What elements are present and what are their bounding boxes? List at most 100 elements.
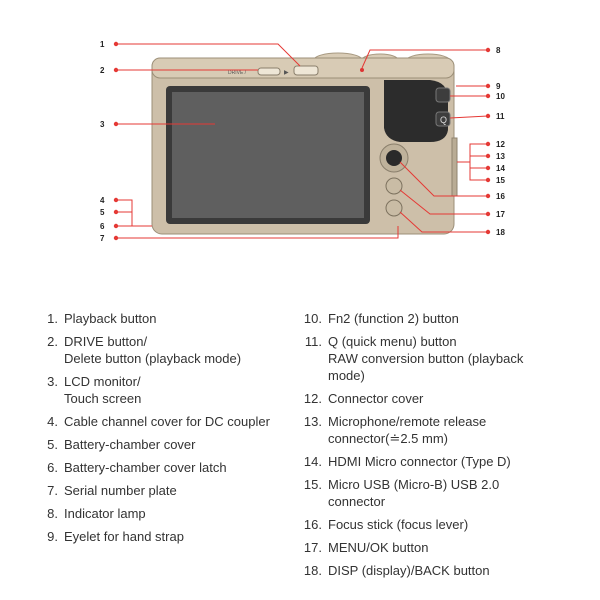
legend-item-text: Playback button [64,310,298,327]
legend-item-line: Fn2 (function 2) button [328,311,459,326]
legend-item-text: MENU/OK button [328,539,545,556]
callout-number-4: 4 [100,196,105,205]
legend-item: 4. Cable channel cover for DC coupler [28,413,298,430]
callout-number-13: 13 [496,152,505,161]
legend-item-line: HDMI Micro connector (Type D) [328,454,511,469]
legend-item-text: DISP (display)/BACK button [328,562,545,579]
callout-number-6: 6 [100,222,105,231]
legend-item-number: 6. [47,460,58,475]
legend-item: 7. Serial number plate [28,482,298,499]
q-button-icon: Q [440,115,447,125]
drive-button[interactable] [257,67,281,76]
callout-number-15: 15 [496,176,505,185]
legend-item: 13. Microphone/remote release connector(≐… [300,413,545,447]
callout-number-17: 17 [496,210,505,219]
legend-item-number: 1. [47,311,58,326]
legend-item-line: Eyelet for hand strap [64,529,184,544]
legend-item-text: Eyelet for hand strap [64,528,298,545]
lcd-monitor[interactable] [172,92,364,218]
callout-lines [116,43,489,239]
legend-item-line: Focus stick (focus lever) [328,517,469,532]
callout-number-3: 3 [100,120,105,129]
legend-item-text: Micro USB (Micro-B) USB 2.0 connector [328,476,545,510]
disp-back-button[interactable] [385,199,403,217]
legend-item-number: 10. [303,311,322,326]
legend-item: 8. Indicator lamp [28,505,298,522]
legend-item-number: 3. [47,374,58,389]
callout-number-9: 9 [496,82,501,91]
legend-item-number: 5. [47,437,58,452]
callout-number-12: 12 [496,140,505,149]
legend-item: 17. MENU/OK button [300,539,545,556]
legend-item-line: Battery-chamber cover latch [64,460,227,475]
legend-item-number: 2. [47,334,58,349]
legend-item-line: Battery-chamber cover [64,437,196,452]
legend-item-number: 11. [304,334,322,349]
callout-number-10: 10 [496,92,505,101]
legend-right-column: 10. Fn2 (function 2) button 11. Q (quick me… [300,310,545,585]
callout-number-14: 14 [496,164,505,173]
legend-item-line: Micro USB (Micro-B) USB 2.0 connector [328,477,500,509]
legend-item-text: DRIVE button/Delete button (playback mod… [64,333,298,367]
legend-item: 2. DRIVE button/Delete button (playback m… [28,333,298,367]
legend-item-line: DRIVE button/ [64,334,148,349]
legend-item-line: Touch screen [64,391,142,406]
legend-item-line: Serial number plate [64,483,177,498]
legend-item-line: LCD monitor/ [64,374,141,389]
legend-item-number: 15. [303,477,322,492]
legend-item: 6. Battery-chamber cover latch [28,459,298,476]
legend-item-line: Q (quick menu) button [328,334,457,349]
legend-item-number: 7. [47,483,58,498]
legend-item: 14. HDMI Micro connector (Type D) [300,453,545,470]
menu-ok-button[interactable] [385,177,403,195]
legend-item-number: 16. [303,517,322,532]
legend-item-line: Cable channel cover for DC coupler [64,414,270,429]
legend-item-line: DISP (display)/BACK button [328,563,490,578]
legend-item-line: Microphone/remote release connector(≐2.5… [328,414,487,446]
legend-item-text: Indicator lamp [64,505,298,522]
legend-item-number: 17. [303,540,322,555]
legend-item-line: Indicator lamp [64,506,146,521]
legend-item-line: Connector cover [328,391,424,406]
legend-item-text: Focus stick (focus lever) [328,516,545,533]
thumb-grip [384,80,448,142]
legend-item-text: Cable channel cover for DC coupler [64,413,298,430]
callout-number-18: 18 [496,228,505,237]
legend-item-number: 13. [303,414,322,429]
callout-number-16: 16 [496,192,505,201]
playback-button[interactable] [293,65,319,76]
callout-number-5: 5 [100,208,105,217]
legend-item-text: Fn2 (function 2) button [328,310,545,327]
playback-icon: ▶ [284,69,289,76]
legend-item-number: 8. [47,506,58,521]
legend-item-number: 4. [47,414,58,429]
legend-item-text: Serial number plate [64,482,298,499]
legend-item-text: Connector cover [328,390,545,407]
legend-item-text: Battery-chamber cover [64,436,298,453]
legend-item: 18. DISP (display)/BACK button [300,562,545,579]
legend-item-line: RAW conversion button (playback mode) [328,351,524,383]
legend-item: 16. Focus stick (focus lever) [300,516,545,533]
legend-item: 1. Playback button [28,310,298,327]
legend-item-number: 9. [47,529,58,544]
legend-item-number: 14. [303,454,322,469]
focus-stick[interactable] [386,150,402,166]
legend-item: 15. Micro USB (Micro-B) USB 2.0 connector [300,476,545,510]
legend-item-text: LCD monitor/Touch screen [64,373,298,407]
legend-item-number: 12. [303,391,322,406]
legend-item-number: 18. [303,563,322,578]
legend-item-text: HDMI Micro connector (Type D) [328,453,545,470]
q-button[interactable] [435,111,451,127]
callout-dots [113,41,491,241]
legend-item-line: Playback button [64,311,157,326]
fn2-button[interactable] [435,87,451,103]
callout-number-11: 11 [496,112,505,121]
legend-item: 12. Connector cover [300,390,545,407]
drive-button-text: DRIVE / [228,70,247,76]
legend-item-line: Delete button (playback mode) [64,351,242,366]
legend-left-column: 1. Playback button 2. DRIVE button/Delete b… [28,310,298,551]
callout-number-8: 8 [496,46,501,55]
legend-item-line: MENU/OK button [328,540,429,555]
